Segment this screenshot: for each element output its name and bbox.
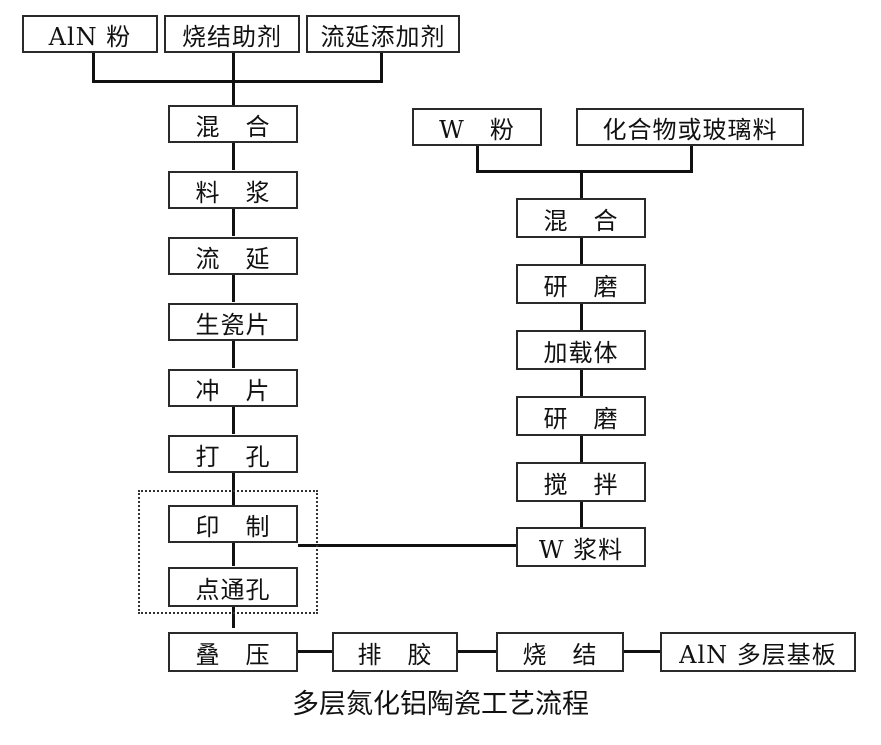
connector-line bbox=[458, 650, 496, 653]
print-box: 印 制 bbox=[168, 505, 298, 543]
connector-line bbox=[232, 606, 235, 628]
casting-additive-box: 流延添加剂 bbox=[306, 15, 460, 53]
connector-line bbox=[476, 170, 693, 173]
sinter-box: 烧 结 bbox=[496, 632, 624, 672]
green-sheet-box: 生瓷片 bbox=[168, 303, 298, 341]
aln-powder-box: AlN 粉 bbox=[22, 15, 158, 53]
connector-line bbox=[580, 170, 583, 198]
punch-box: 冲 片 bbox=[168, 369, 298, 407]
connector-line bbox=[580, 370, 583, 396]
connector-line bbox=[232, 340, 235, 368]
connector-line bbox=[580, 238, 583, 264]
mix-box-right: 混 合 bbox=[516, 198, 646, 238]
diagram-caption: 多层氮化铝陶瓷工艺流程 bbox=[292, 689, 589, 720]
laminate-box: 叠 压 bbox=[168, 632, 298, 672]
grind-box-1: 研 磨 bbox=[516, 264, 646, 304]
connector-line bbox=[690, 145, 693, 173]
connector-line bbox=[232, 208, 235, 236]
w-powder-box: W 粉 bbox=[412, 108, 542, 146]
connector-line bbox=[92, 80, 383, 83]
sintering-aid-box: 烧结助剂 bbox=[164, 15, 300, 53]
compound-glass-box: 化合物或玻璃料 bbox=[576, 108, 804, 146]
connector-line bbox=[380, 52, 383, 82]
connector-line bbox=[580, 304, 583, 330]
connector-line bbox=[298, 650, 332, 653]
print-via-group-frame bbox=[138, 490, 318, 614]
w-paste-box: W 浆料 bbox=[516, 527, 646, 567]
connector-line bbox=[476, 145, 479, 173]
grind-box-2: 研 磨 bbox=[516, 396, 646, 436]
connector-line bbox=[232, 472, 235, 506]
tape-cast-box: 流 延 bbox=[168, 237, 298, 275]
stir-box: 搅 拌 bbox=[516, 462, 646, 502]
aln-multilayer-substrate-box: AlN 多层基板 bbox=[660, 632, 856, 672]
hole-drill-box: 打 孔 bbox=[168, 435, 298, 473]
connector-line bbox=[232, 274, 235, 302]
debinding-box: 排 胶 bbox=[332, 632, 458, 672]
mix-box-left: 混 合 bbox=[168, 105, 298, 143]
connector-line bbox=[92, 52, 95, 82]
connector-line bbox=[298, 544, 518, 547]
connector-line bbox=[580, 436, 583, 462]
connector-line bbox=[232, 542, 235, 566]
slurry-box: 料 浆 bbox=[168, 171, 298, 209]
connector-line bbox=[232, 406, 235, 434]
via-fill-box: 点通孔 bbox=[168, 567, 298, 607]
add-carrier-box: 加载体 bbox=[516, 330, 646, 370]
connector-line bbox=[580, 502, 583, 528]
connector-line bbox=[624, 650, 660, 653]
connector-line bbox=[232, 142, 235, 170]
